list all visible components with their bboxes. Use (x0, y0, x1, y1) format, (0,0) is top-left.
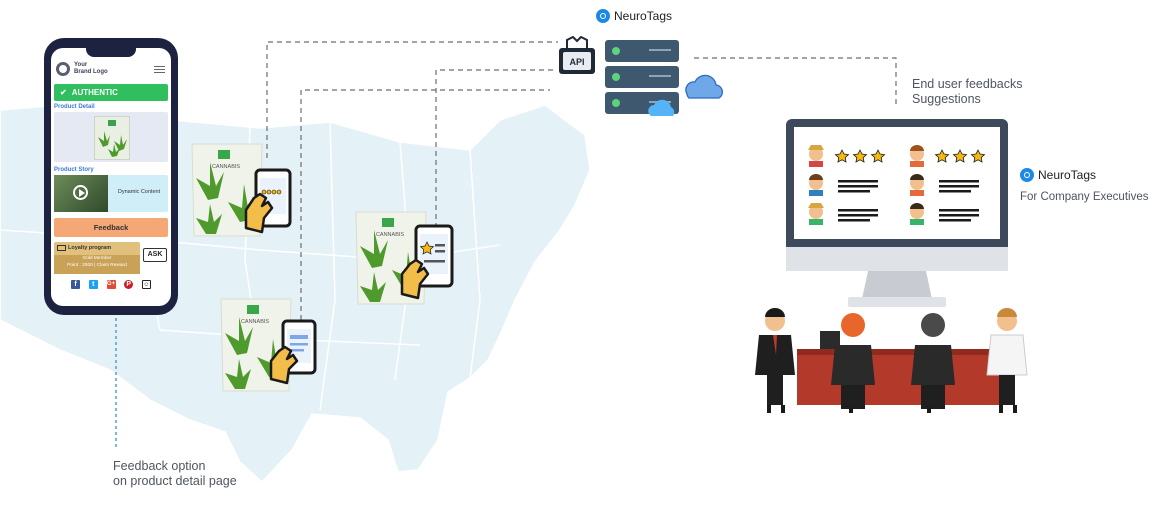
feedback-option-caption: Feedback option on product detail page (113, 459, 237, 488)
brand-logo-text: Your Brand Logo (74, 62, 108, 75)
brand-logo-icon (56, 62, 70, 76)
loyalty-points: Point : 2000 | Claim Reward (67, 263, 127, 268)
loyalty-member: Gold Member (82, 256, 112, 261)
cannabis-pack-3: CANNABIS (355, 211, 454, 305)
social-links: f t G+ P ☺ (71, 280, 151, 289)
authentic-badge: ✔ AUTHENTIC (54, 84, 168, 101)
server-stack: API (559, 36, 724, 116)
neurotags-logo-top: NeuroTags (596, 9, 672, 23)
loyalty-program-card[interactable]: Loyalty program Gold Member Point : 2000… (54, 242, 140, 274)
dashed-connectors (266, 41, 897, 320)
star-icon (934, 149, 986, 163)
phone-screen: Your Brand Logo ✔ AUTHENTIC Product Deta… (51, 48, 171, 306)
monitor-icon (786, 119, 1008, 307)
star-icon (834, 149, 886, 163)
executive-person-2 (831, 313, 875, 409)
pack-label: CANNABIS (212, 164, 240, 170)
hand-icon (400, 258, 430, 300)
cloud-icon (685, 74, 724, 99)
api-card: API (559, 36, 595, 74)
google-plus-icon[interactable]: G+ (106, 280, 116, 289)
avatar-icon (808, 145, 824, 167)
feedback-rows (808, 145, 986, 225)
tagline: For Company Executives (1020, 191, 1149, 203)
neurotags-logo-icon (596, 9, 610, 23)
loyalty-title: Loyalty program (68, 245, 112, 251)
product-story-card[interactable]: Dynamic Content (54, 175, 168, 212)
pack-label: CANNABIS (241, 319, 269, 325)
twitter-icon[interactable]: t (88, 280, 98, 289)
neurotags-logo-text: NeuroTags (614, 9, 673, 23)
executive-meeting-illustration (755, 308, 1028, 413)
product-detail-image (54, 112, 168, 162)
executive-person-4 (986, 308, 1028, 405)
avatar-icon (808, 203, 824, 225)
hand-icon (269, 345, 299, 385)
cannabis-pack-1: CANNABIS (191, 143, 292, 237)
neurotags-logo-icon (1020, 168, 1034, 182)
server-icon (605, 40, 679, 114)
ask-button[interactable]: ASK (143, 248, 167, 262)
avatar-icon (910, 203, 924, 225)
story-video-thumbnail[interactable] (54, 175, 108, 212)
end-user-feedback-caption: End user feedbacks Suggestions (912, 77, 1023, 106)
connector-server-monitor (694, 57, 897, 108)
phone-mockup: Your Brand Logo ✔ AUTHENTIC Product Deta… (44, 38, 178, 315)
api-label: API (569, 57, 584, 67)
neurotags-logo-text: NeuroTags (1038, 168, 1097, 182)
feedback-button[interactable]: Feedback (54, 218, 168, 237)
facebook-icon[interactable]: f (71, 280, 80, 289)
product-detail-label: Product Detail (54, 104, 95, 110)
phone-notch (86, 48, 136, 57)
pack-label: CANNABIS (376, 232, 404, 238)
check-icon: ✔ (60, 88, 67, 97)
star-icon (419, 241, 435, 255)
connector-pack2 (300, 89, 550, 320)
cannabis-pack-2: CANNABIS (220, 298, 317, 392)
connector-pack3 (435, 69, 553, 228)
avatar-icon (910, 174, 924, 196)
product-story-label: Product Story (54, 167, 94, 173)
pinterest-icon[interactable]: P (124, 280, 134, 289)
menu-icon[interactable] (154, 66, 165, 73)
connector-pack1 (266, 41, 558, 158)
cannabis-pack-mini (98, 120, 127, 157)
snapchat-icon[interactable]: ☺ (142, 280, 151, 289)
neurotags-logo-right: NeuroTags (1020, 168, 1096, 182)
executive-person-3 (911, 313, 955, 409)
play-icon[interactable] (73, 185, 88, 200)
meeting-table (797, 353, 1001, 405)
avatar-icon (910, 145, 924, 167)
executive-person-1 (755, 308, 795, 405)
cloud-icon-small (648, 99, 675, 116)
loyalty-card-icon (57, 245, 66, 251)
dynamic-content-label: Dynamic Content (117, 189, 161, 195)
star-icon (261, 189, 282, 195)
avatar-icon (809, 174, 823, 196)
hand-icon (244, 192, 274, 234)
